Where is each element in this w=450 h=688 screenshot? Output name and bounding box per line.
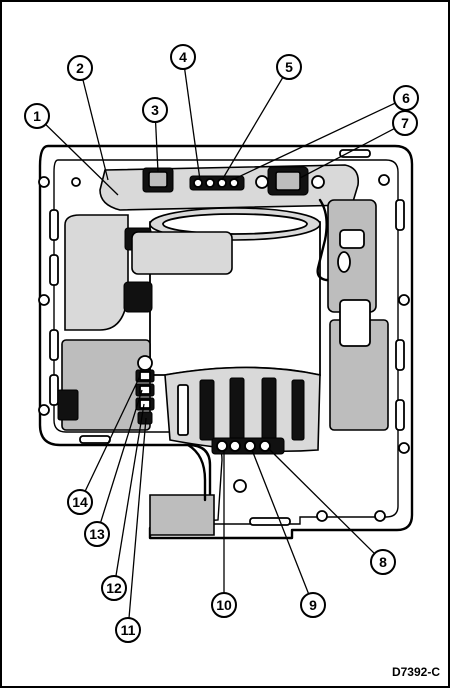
leader-line-11: [127, 417, 147, 631]
tube-right: [316, 198, 337, 282]
leader-line-4: [182, 56, 201, 181]
callout-circle-11: [115, 617, 141, 643]
callout-6: 6: [393, 85, 419, 111]
callout-circle-3: [142, 97, 168, 123]
callout-circle-12: [101, 575, 127, 601]
solenoid-block-left-face: [148, 171, 168, 188]
callout-circle-5: [276, 54, 302, 80]
callout-5: 5: [276, 54, 302, 80]
callout-circle-7: [392, 110, 418, 136]
pipe-connector: [131, 231, 233, 275]
callout-label-12: 12: [106, 580, 122, 596]
pipe-coupler-lower: [123, 281, 153, 313]
callout-label-14: 14: [72, 494, 88, 510]
callout-circle-14: [67, 489, 93, 515]
callout-circle-9: [300, 592, 326, 618]
figure-code: D7392-C: [392, 665, 440, 679]
fitting-right-b: [311, 175, 325, 189]
callout-11: 11: [115, 617, 141, 643]
callout-1: 1: [24, 103, 50, 129]
callout-circle-8: [370, 549, 396, 575]
callout-circle-10: [211, 592, 237, 618]
leader-line-7: [299, 122, 406, 179]
leader-line-9: [251, 449, 314, 606]
fitting-row-top: [189, 175, 245, 191]
leader-line-8: [267, 447, 384, 563]
side-channel-right: [327, 199, 377, 313]
callout-14: 14: [67, 489, 93, 515]
callout-circle-4: [170, 44, 196, 70]
leader-line-13: [96, 389, 143, 535]
interior-block-left: [57, 389, 79, 421]
intake-pipe-left: [64, 214, 129, 331]
callout-circle-13: [84, 521, 110, 547]
ribs: [177, 377, 305, 443]
callout-label-4: 4: [179, 49, 187, 65]
fitting-right-a: [255, 175, 269, 189]
callout-label-6: 6: [402, 90, 410, 106]
leader-line-14: [79, 375, 141, 503]
callout-label-10: 10: [216, 597, 232, 613]
callout-circle-2: [67, 55, 93, 81]
callout-label-13: 13: [89, 526, 105, 542]
callout-label-9: 9: [309, 597, 317, 613]
leader-lines: [36, 56, 407, 631]
fitting-row-bottom: [211, 437, 285, 455]
callout-label-1: 1: [33, 108, 41, 124]
leader-line-1: [36, 115, 119, 196]
leader-line-2: [79, 67, 109, 181]
callout-9: 9: [300, 592, 326, 618]
bottom-channel: [186, 443, 207, 502]
callout-10: 10: [211, 592, 237, 618]
callout-8: 8: [370, 549, 396, 575]
callout-3: 3: [142, 97, 168, 123]
callout-circle-6: [393, 85, 419, 111]
callout-label-8: 8: [379, 554, 387, 570]
callout-label-3: 3: [151, 102, 159, 118]
callout-label-7: 7: [401, 115, 409, 131]
side-fitting-right: [339, 229, 365, 249]
callout-label-11: 11: [121, 622, 136, 638]
solenoid-block-right-face: [275, 171, 301, 191]
leader-line-6: [231, 97, 407, 181]
leader-line-5: [221, 66, 290, 181]
callout-2: 2: [67, 55, 93, 81]
tube-end-right: [337, 251, 351, 273]
bottom-outlet: [149, 494, 215, 536]
callout-13: 13: [84, 521, 110, 547]
callout-label-2: 2: [76, 60, 84, 76]
drum-top-opening: [162, 213, 308, 235]
fitting-stack-left: [135, 355, 155, 425]
interior-pocket-right: [339, 299, 371, 347]
callout-12: 12: [101, 575, 127, 601]
callout-label-5: 5: [285, 59, 293, 75]
callout-4: 4: [170, 44, 196, 70]
leader-line-12: [113, 403, 145, 589]
callout-7: 7: [392, 110, 418, 136]
callout-circle-1: [24, 103, 50, 129]
